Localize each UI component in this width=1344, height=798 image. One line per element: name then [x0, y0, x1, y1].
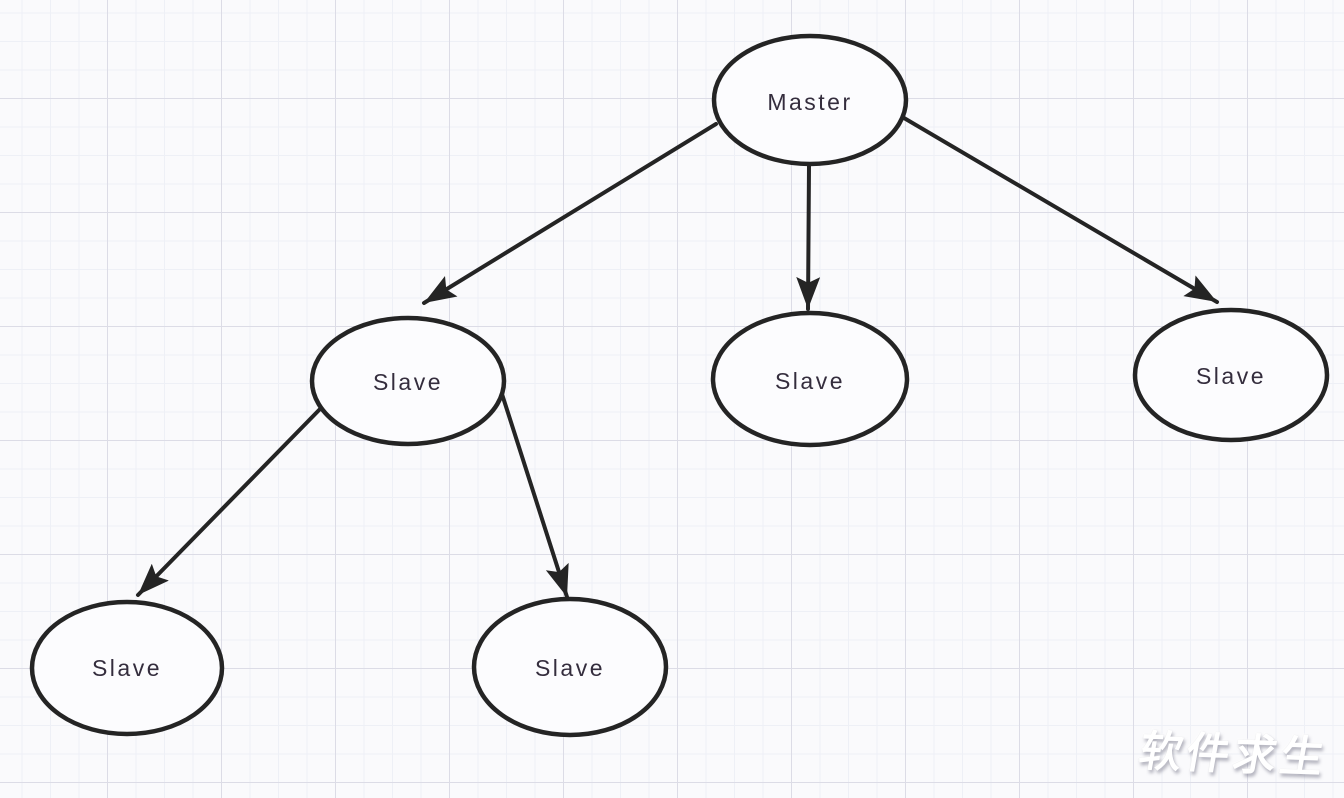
node-slave-2-shape	[710, 310, 910, 448]
node-master-label: Master	[767, 89, 852, 115]
nodes: Master Slave Slave Slave Slave Slave	[29, 33, 1330, 738]
edge-slave-1-to-slave-1-2-arrow	[499, 389, 569, 599]
edge-master-to-slave-1-arrow	[422, 122, 718, 305]
node-master-shape	[711, 33, 909, 167]
node-slave-1-1-shape	[29, 599, 225, 737]
node-slave-2: Slave	[710, 310, 910, 448]
node-master: Master	[711, 33, 909, 167]
node-slave-2-label: Slave	[775, 368, 845, 394]
edge-slave-1-to-slave-1-1-arrow	[136, 404, 325, 597]
node-slave-1-shape	[309, 315, 507, 447]
node-slave-3-label: Slave	[1196, 363, 1266, 389]
node-slave-1-1: Slave	[29, 599, 225, 737]
node-slave-1-2-label: Slave	[535, 655, 605, 681]
edge-master-to-slave-3-arrow	[902, 116, 1219, 304]
edge-master-to-slave-2-arrow	[796, 164, 821, 311]
edges	[136, 116, 1219, 599]
node-slave-3-shape	[1132, 307, 1330, 443]
node-slave-1-label: Slave	[373, 369, 443, 395]
node-slave-1-1-label: Slave	[92, 655, 162, 681]
watermark-text: 软件求生	[1134, 726, 1332, 784]
node-slave-1-2: Slave	[471, 596, 669, 738]
node-slave-1-2-shape	[471, 596, 669, 738]
node-slave-3: Slave	[1132, 307, 1330, 443]
node-slave-1: Slave	[309, 315, 507, 447]
